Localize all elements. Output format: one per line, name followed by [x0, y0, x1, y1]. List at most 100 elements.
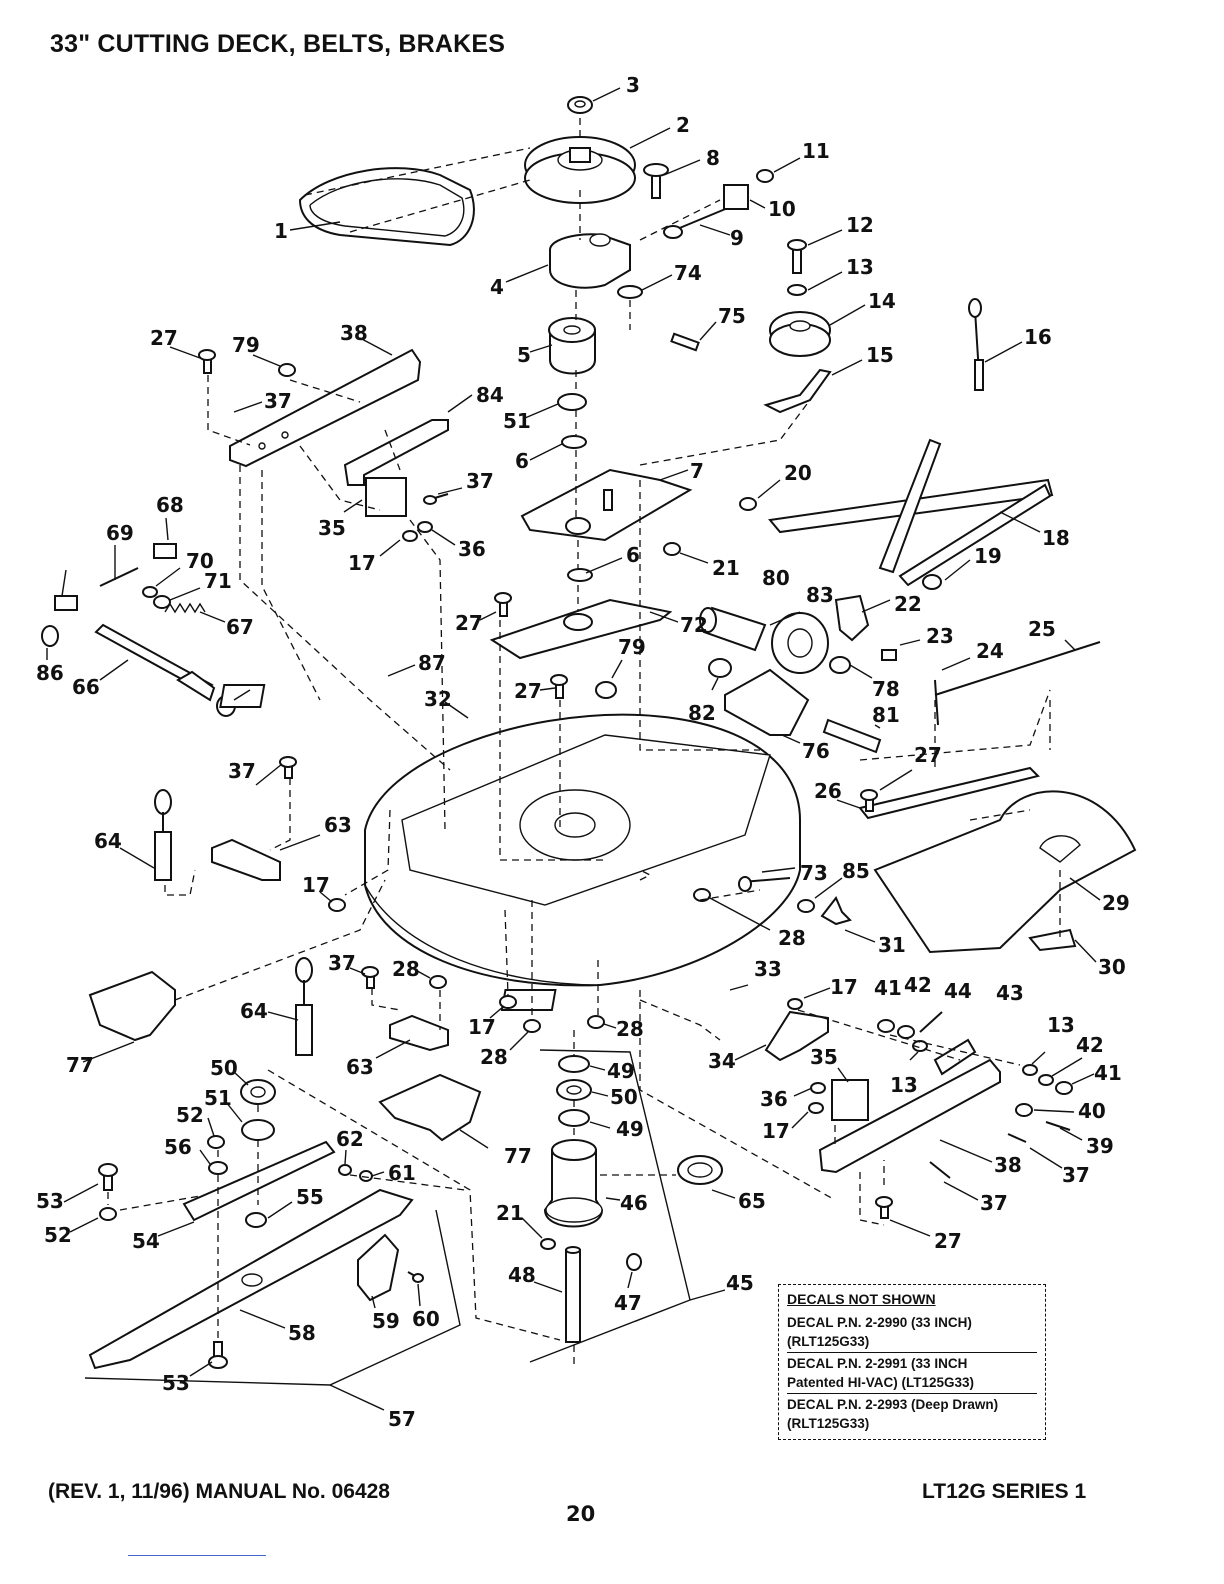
callout-79: 79	[232, 333, 260, 357]
shaft-48	[565, 1246, 581, 1343]
nut-21b	[540, 1238, 556, 1250]
washer-13	[787, 284, 807, 296]
callout-15: 15	[866, 343, 894, 367]
belt-1	[298, 167, 475, 247]
callout-23: 23	[926, 624, 954, 648]
callout-28: 28	[480, 1045, 508, 1069]
washer-86a	[41, 625, 59, 647]
leader-lines	[46, 87, 1101, 1377]
callout-66: 66	[72, 675, 100, 699]
callout-85: 85	[842, 859, 870, 883]
decal-entry-3-line-1: DECAL P.N. 2-2993 (Deep Drawn)	[787, 1397, 999, 1412]
callout-53: 53	[162, 1371, 190, 1395]
bracket-76	[724, 668, 810, 736]
callout-84: 84	[476, 383, 504, 407]
callout-36: 36	[458, 537, 486, 561]
bolt-23	[881, 649, 897, 661]
callout-29: 29	[1102, 891, 1130, 915]
bracket-84	[343, 419, 449, 486]
callout-54: 54	[132, 1229, 160, 1253]
callout-37: 37	[328, 951, 356, 975]
callout-27: 27	[914, 743, 942, 767]
callout-1: 1	[274, 219, 288, 243]
callout-77: 77	[66, 1053, 94, 1077]
nut-17d	[787, 998, 803, 1010]
callout-74: 74	[674, 261, 702, 285]
nut-79b	[595, 681, 617, 699]
callout-67: 67	[226, 615, 254, 639]
callout-37: 37	[228, 759, 256, 783]
callout-11: 11	[802, 139, 830, 163]
callout-28: 28	[392, 957, 420, 981]
decal-30	[1028, 928, 1077, 952]
bolt-53b	[208, 1341, 228, 1369]
nut-61	[359, 1170, 373, 1182]
washer-56	[208, 1161, 228, 1175]
nut-28d	[587, 1015, 605, 1029]
housing-46	[543, 1139, 604, 1228]
callout-52: 52	[176, 1103, 204, 1127]
callout-51: 51	[503, 409, 531, 433]
callout-78: 78	[872, 677, 900, 701]
callout-72: 72	[680, 613, 708, 637]
callout-69: 69	[106, 521, 134, 545]
spacer-80	[699, 606, 767, 652]
nut-40	[1015, 1103, 1033, 1117]
bracket-35b	[831, 1079, 869, 1121]
callout-17: 17	[468, 1015, 496, 1039]
callout-63: 63	[324, 813, 352, 837]
spring-64a	[154, 789, 172, 881]
decal-entry-3-line-2: (RLT125G33)	[787, 1416, 870, 1431]
ring-49a	[558, 1055, 590, 1073]
callout-19: 19	[974, 544, 1002, 568]
bushing-51b	[241, 1119, 275, 1141]
callout-39: 39	[1086, 1134, 1114, 1158]
decal-entry-2-line-1: DECAL P.N. 2-2991 (33 INCH	[787, 1356, 968, 1371]
blade-adapter-54	[182, 1140, 336, 1222]
callout-43: 43	[996, 981, 1024, 1005]
snap-ring-6a	[561, 435, 587, 449]
callout-6: 6	[626, 543, 640, 567]
callout-83: 83	[806, 583, 834, 607]
bolt-73	[738, 876, 791, 892]
idler-pulley-14	[769, 311, 831, 357]
callout-17: 17	[302, 873, 330, 897]
nut-17a	[402, 530, 418, 542]
callout-27: 27	[150, 326, 178, 350]
nut-78	[829, 656, 851, 674]
nut-41b	[1055, 1081, 1073, 1095]
callout-70: 70	[186, 549, 214, 573]
callout-58: 58	[288, 1321, 316, 1345]
nut-3	[567, 96, 593, 114]
callout-13: 13	[1047, 1013, 1075, 1037]
bracket-10	[723, 184, 749, 210]
callout-52: 52	[44, 1223, 72, 1247]
spring-67	[164, 602, 206, 614]
washer-13c	[1022, 1064, 1038, 1076]
bolt-27e	[875, 1196, 893, 1219]
plate-7	[520, 468, 693, 542]
nut-70	[142, 586, 158, 598]
nut-71	[153, 595, 171, 609]
callout-31: 31	[878, 933, 906, 957]
bolt-27d	[860, 789, 878, 812]
callout-51: 51	[204, 1086, 232, 1110]
callout-22: 22	[894, 592, 922, 616]
callout-42: 42	[1076, 1033, 1104, 1057]
bearing-50b	[556, 1079, 592, 1101]
washer-42a	[897, 1025, 915, 1039]
callout-9: 9	[730, 226, 744, 250]
callout-79: 79	[618, 635, 646, 659]
callout-32: 32	[424, 687, 452, 711]
washer-42b	[1038, 1074, 1054, 1086]
callout-50: 50	[610, 1085, 638, 1109]
callout-56: 56	[164, 1135, 192, 1159]
callout-27: 27	[934, 1229, 962, 1253]
bracket-63b	[389, 1014, 449, 1052]
bearing-65	[677, 1155, 723, 1185]
callout-65: 65	[738, 1189, 766, 1213]
washer-85	[797, 899, 815, 913]
callout-6: 6	[515, 449, 529, 473]
rod-69	[99, 567, 139, 587]
bushing-19	[922, 574, 942, 590]
